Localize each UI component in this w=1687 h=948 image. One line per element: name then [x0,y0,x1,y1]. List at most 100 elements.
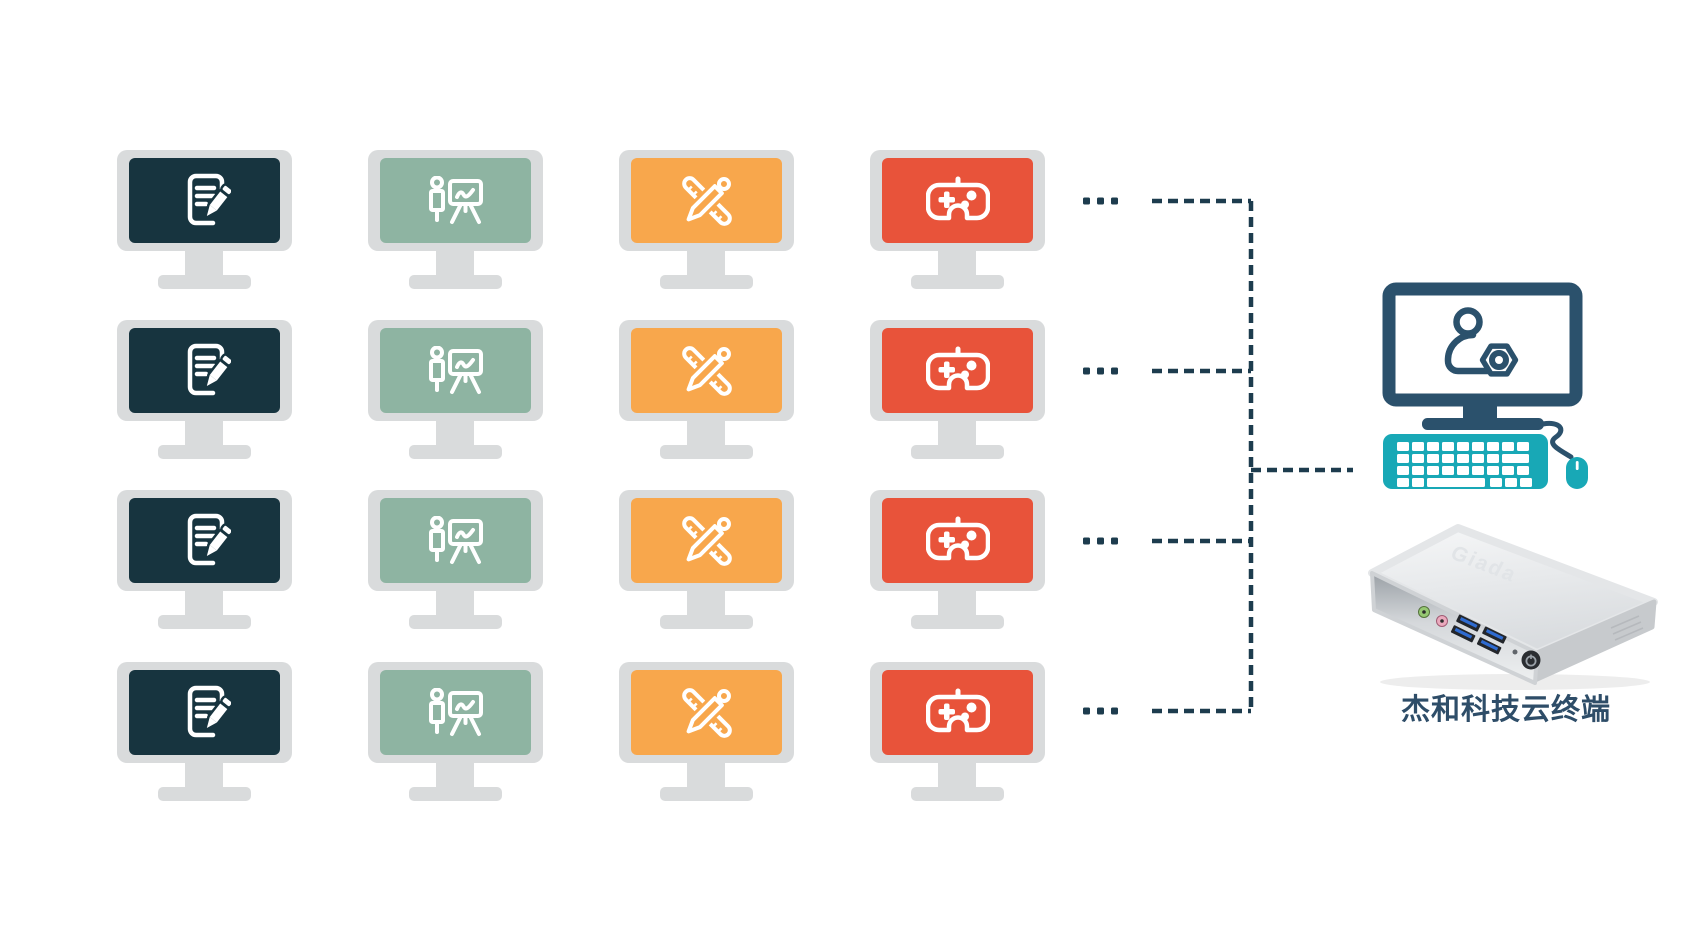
monitor-stand-base [158,445,251,459]
monitor-stand-neck [436,591,474,617]
monitor-stand-base [911,445,1004,459]
monitor-screen [129,328,280,413]
admin-terminal-illustration [1382,282,1588,489]
monitor-screen [882,158,1033,243]
monitor-stand-neck [687,763,725,789]
workstation-gaming [870,150,1045,290]
workstation-design-drafting [619,320,794,460]
document-edit-icon [187,343,231,395]
presentation-chart-icon [428,687,483,736]
monitor-frame [619,320,794,421]
monitor-stand-neck [938,763,976,789]
monitor-screen [129,158,280,243]
monitor-screen [631,498,782,583]
monitor-stand-neck [687,591,725,617]
monitor-screen [380,498,531,583]
workstation-presentation-training [368,662,543,802]
monitor-screen [882,670,1033,755]
monitor-frame [117,662,292,763]
workstation-design-drafting [619,662,794,802]
document-edit-icon [187,685,231,737]
workstation-office-documents [117,150,292,290]
monitor-stand-base [409,275,502,289]
workstation-presentation-training [368,320,543,460]
monitor-frame [117,150,292,251]
monitor-frame [368,490,543,591]
monitor-frame [368,662,543,763]
monitor-frame [870,150,1045,251]
monitor-stand-neck [938,421,976,447]
monitor-screen [129,498,280,583]
monitor-stand-neck [938,591,976,617]
monitor-stand-base [911,275,1004,289]
monitor-stand-base [660,615,753,629]
usb-ports-2 [1476,626,1507,655]
monitor-stand-base [409,615,502,629]
monitor-frame [619,662,794,763]
presentation-chart-icon [428,175,483,224]
monitor-frame [368,150,543,251]
monitor-stand-neck [185,421,223,447]
monitor-stand-base [660,275,753,289]
gamepad-icon [925,688,990,732]
monitor-stand-neck [436,251,474,277]
workstation-gaming [870,490,1045,630]
gamepad-icon [925,346,990,390]
monitor-stand-base [911,615,1004,629]
power-button [1521,650,1541,670]
workstation-office-documents [117,490,292,630]
monitor-screen [882,328,1033,413]
terminal-label: 杰和科技云终端 [1400,694,1611,726]
monitor-screen [380,670,531,755]
monitor-stand-base [660,787,753,801]
ruler-pencil-icon [681,173,734,226]
workstation-gaming [870,320,1045,460]
terminal-monitor-icon [1382,282,1583,430]
monitor-stand-base [158,275,251,289]
keyboard-keys [1397,442,1532,487]
document-edit-icon [187,513,231,565]
workstation-design-drafting [619,490,794,630]
monitor-frame [117,320,292,421]
pc-vents [1610,615,1644,641]
workstation-design-drafting [619,150,794,290]
ruler-pencil-icon [681,343,734,396]
row-ellipsis-icon [1083,537,1118,545]
workstation-office-documents [117,320,292,460]
monitor-screen [380,328,531,413]
gamepad-icon [925,516,990,560]
usb-ports [1450,614,1481,643]
monitor-stand-base [158,787,251,801]
mouse-icon [1566,457,1588,489]
monitor-frame [619,490,794,591]
monitor-stand-neck [185,591,223,617]
ruler-pencil-icon [681,685,734,738]
monitor-frame [870,320,1045,421]
workstation-office-documents [117,662,292,802]
monitor-stand-base [158,615,251,629]
monitor-stand-base [911,787,1004,801]
row-ellipsis-icon [1083,197,1118,205]
monitor-stand-neck [185,251,223,277]
monitor-stand-base [409,787,502,801]
monitor-stand-neck [938,251,976,277]
pc-shadow [1380,674,1650,690]
monitor-frame [619,150,794,251]
monitor-frame [870,490,1045,591]
pc-ports [1418,606,1644,670]
monitor-screen [882,498,1033,583]
monitor-frame [870,662,1045,763]
monitor-frame [368,320,543,421]
mini-pc-image: Giada [1368,524,1658,690]
ruler-pencil-icon [681,513,734,566]
mouse-cable [1540,420,1574,460]
presentation-chart-icon [428,515,483,564]
document-edit-icon [187,173,231,225]
monitor-screen [631,158,782,243]
workstation-presentation-training [368,490,543,630]
workstation-gaming [870,662,1045,802]
gamepad-icon [925,176,990,220]
presentation-chart-icon [428,345,483,394]
monitor-stand-neck [436,763,474,789]
